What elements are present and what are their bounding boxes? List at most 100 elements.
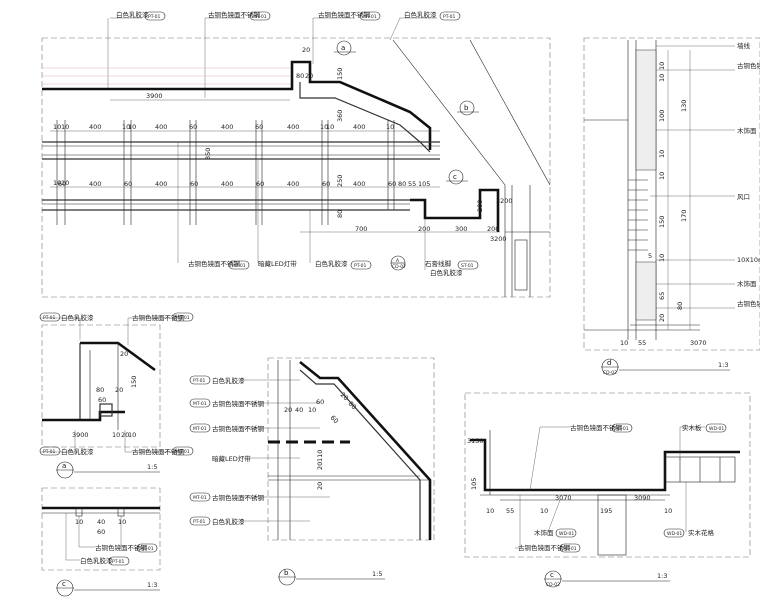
cs-label-pt01: 白色乳胶漆 — [80, 556, 113, 565]
detail-c: 古铜色镜面不锈钢 MT-01 实木板 WD-01 木饰面 WD-01 WD-01… — [464, 392, 751, 588]
b-tag-pt01-b: PT-01 — [193, 519, 206, 525]
main-dim-r2-14: 80 — [398, 180, 406, 188]
main-dim-8: 400 — [221, 123, 233, 131]
main-dim-r2-11: 60 — [322, 180, 330, 188]
main-dim-150: 150 — [336, 68, 344, 80]
b-dim-10: 10 — [308, 406, 316, 414]
d-dim-55: 55 — [638, 339, 646, 347]
c-dim-55: 55 — [506, 507, 514, 515]
b-dim-40: 40 — [295, 406, 303, 414]
main-bottom-label-pt01: 白色乳胶漆 — [315, 259, 348, 268]
detail-c-small-frame — [41, 487, 161, 571]
main-dim-r2-2: 10 — [61, 179, 69, 187]
detail-c-small-scale: 1:3 — [147, 581, 157, 589]
main-bottom-tag-mt01: MT-01 — [232, 263, 246, 269]
main-section-b[interactable]: b — [457, 100, 479, 116]
a-dim-20a: 20 — [120, 350, 128, 358]
b-tag-mt01-b: MT-01 — [193, 426, 207, 432]
main-plan-frame — [41, 37, 551, 298]
main-dim-1: 10 — [53, 123, 61, 131]
main-dim-3200b: 3200 — [490, 235, 507, 243]
main-dim-350: 350 — [204, 148, 212, 160]
b-dim-20d: 20 — [316, 462, 324, 470]
main-bottom-label-st01: 石膏线脚 — [425, 259, 452, 268]
b-dim-60b: 60 — [316, 398, 324, 406]
detail-c-small: 古铜色镜面不锈钢 MT-01 白色乳胶漆 PT-01 10 40 10 60 c… — [41, 487, 161, 597]
main-dim-11: 10 — [320, 123, 328, 131]
a-dim-150: 150 — [130, 376, 138, 388]
main-section-c[interactable]: c — [446, 169, 468, 185]
d-dim-10e: 10 — [658, 254, 666, 262]
main-dim-2: 10 — [61, 123, 69, 131]
detail-d-mark: d — [607, 359, 611, 367]
c-label-mt01-bottom: 古铜色镜面不锈钢 — [518, 543, 571, 552]
main-dim-14: 10 — [386, 123, 394, 131]
main-tag-pt01-b: PT-01 — [443, 14, 456, 20]
d-label-slot: 10X10mm凹槽 — [737, 255, 760, 264]
a-dim-10: 10 — [112, 431, 120, 439]
b-tag-mt01-a: MT-01 — [193, 401, 207, 407]
detail-c-mark: c — [550, 571, 554, 579]
main-callout-a-sheet: CD-07 — [392, 264, 406, 270]
a-tag-mt01-b: MT-01 — [176, 449, 190, 455]
main-dim-top-20b: 20 — [305, 72, 313, 80]
main-label-pt01-a: 白色乳胶漆 — [116, 10, 149, 19]
main-section-a[interactable]: a — [334, 40, 356, 56]
detail-d: 墙线 古铜色镜面不锈钢 木饰面 风口 10X10mm凹槽 木饰面 古铜色镜面不锈… — [583, 37, 760, 376]
main-dim-200b: 200 — [487, 225, 499, 233]
c-dim-3070: 3070 — [555, 494, 572, 502]
main-dim-r2-5: 60 — [124, 180, 132, 188]
d-label-mt01-a: 古铜色镜面不锈钢 — [737, 61, 760, 70]
detail-a: PT-01 白色乳胶漆 古铜色镜面不锈钢 MT-01 PT-01 白色乳胶漆 古… — [39, 312, 194, 479]
b-label-mt01-a: 古铜色镜面不锈钢 — [212, 399, 265, 408]
detail-c-small-mark: c — [62, 580, 66, 588]
d-dim-10c: 10 — [658, 150, 666, 158]
d-label-wall-line: 墙线 — [737, 41, 751, 50]
b-dim-20b: 20 — [284, 406, 292, 414]
main-bottom-tag-st01: ST-01 — [461, 263, 474, 269]
b-label-pt01-b: 白色乳胶漆 — [212, 517, 245, 526]
detail-c-small-title[interactable]: c 1:3 — [56, 579, 160, 597]
main-label-pt01-b: 白色乳胶漆 — [404, 10, 437, 19]
main-dim-top-20: 20 — [302, 46, 310, 54]
main-dim-6: 400 — [155, 123, 167, 131]
main-callout-a[interactable]: A CD-07 — [390, 255, 406, 271]
b-dim-20a: 20 — [339, 391, 351, 403]
detail-b-title[interactable]: b 1:5 — [278, 568, 385, 586]
c-label-wd01: 木饰面 — [534, 528, 554, 537]
cs-dim-60: 60 — [97, 528, 105, 536]
detail-d-title[interactable]: d CD-02 1:3 — [601, 358, 730, 376]
c-tag-wd01-b: WD-01 — [667, 531, 682, 537]
main-dim-12: 10 — [326, 123, 334, 131]
detail-c-title[interactable]: c CD-02 1:3 — [544, 570, 670, 588]
main-section-c-label: c — [453, 173, 457, 181]
c-tag-mt01-bottom: MT-01 — [563, 546, 577, 552]
a-tag-pt01-b: PT-01 — [43, 449, 56, 455]
d-dim-150: 150 — [658, 216, 666, 228]
b-label-led: 暗藏LED灯带 — [212, 454, 251, 463]
c-dim-10a: 10 — [486, 507, 494, 515]
a-label-mt01-top: 古铜色镜面不锈钢 — [132, 313, 185, 322]
b-dim-80: 80 — [347, 400, 359, 412]
c-label-mt01-top: 古铜色镜面不锈钢 — [570, 423, 623, 432]
d-dim-130: 130 — [680, 100, 688, 112]
a-label-pt01-b: 白色乳胶漆 — [61, 447, 94, 456]
detail-a-mark: a — [62, 462, 66, 470]
c-dim-105: 105 — [470, 478, 478, 490]
main-dim-r2-10: 400 — [287, 180, 299, 188]
main-dim-r2-9: 60 — [256, 180, 264, 188]
detail-a-title[interactable]: a 1:5 — [56, 461, 160, 479]
d-label-wd01-b: 木饰面 — [737, 279, 757, 288]
c-label-wood-base: 实木板 — [682, 423, 702, 432]
d-dim-170: 170 — [680, 210, 688, 222]
main-dim-250: 250 — [336, 175, 344, 187]
d-dim-80: 80 — [676, 302, 684, 310]
main-dim-700: 700 — [355, 225, 367, 233]
a-tag-pt01: PT-01 — [43, 315, 56, 321]
a-tag-mt01-top: MT-01 — [176, 315, 190, 321]
detail-b-scale: 1:5 — [372, 570, 382, 578]
c-tag-wd01-top: WD-01 — [709, 426, 724, 432]
d-dim-10b: 10 — [658, 74, 666, 82]
cs-dim-10b: 10 — [118, 518, 126, 526]
